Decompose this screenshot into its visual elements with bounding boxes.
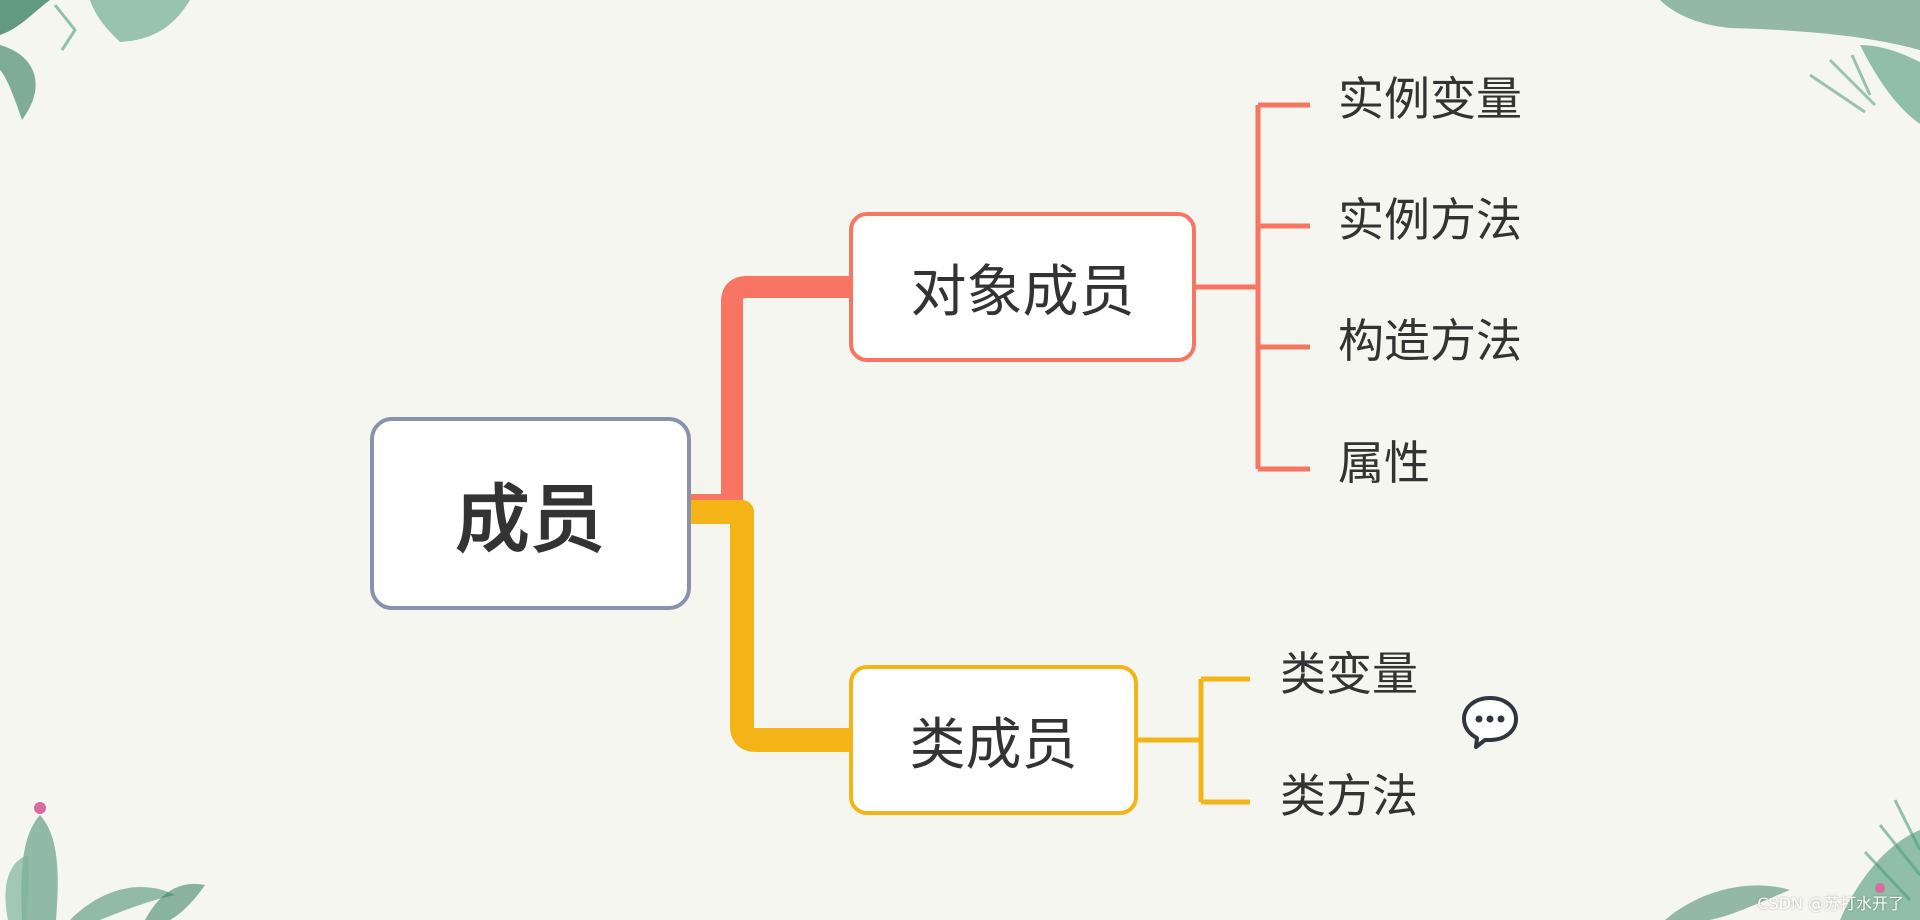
root-node-label: 成员 — [455, 477, 606, 563]
leaf-decoration-bottom-right — [1665, 799, 1920, 920]
object-members-label: 对象成员 — [910, 259, 1135, 325]
leaf-constructor: 构造方法 — [1338, 314, 1522, 368]
leaf-decoration-top-right — [1660, 0, 1920, 124]
leaf-decoration-top-left — [0, 0, 190, 120]
class-members-label: 类成员 — [909, 712, 1078, 778]
comment-icon[interactable] — [1460, 694, 1520, 750]
cactus-decoration-bottom-left — [5, 802, 205, 920]
object-members-node: 对象成员 — [849, 212, 1196, 362]
root-node: 成员 — [370, 417, 691, 610]
watermark-text: CSDN @苏打水开了 — [1757, 894, 1904, 913]
leaf-instance-variable: 实例变量 — [1338, 72, 1522, 126]
leaf-class-variable: 类变量 — [1280, 647, 1418, 701]
leaf-class-method: 类方法 — [1280, 769, 1418, 823]
class-members-node: 类成员 — [849, 665, 1138, 815]
leaf-property: 属性 — [1338, 436, 1430, 490]
leaf-instance-method: 实例方法 — [1338, 193, 1522, 247]
